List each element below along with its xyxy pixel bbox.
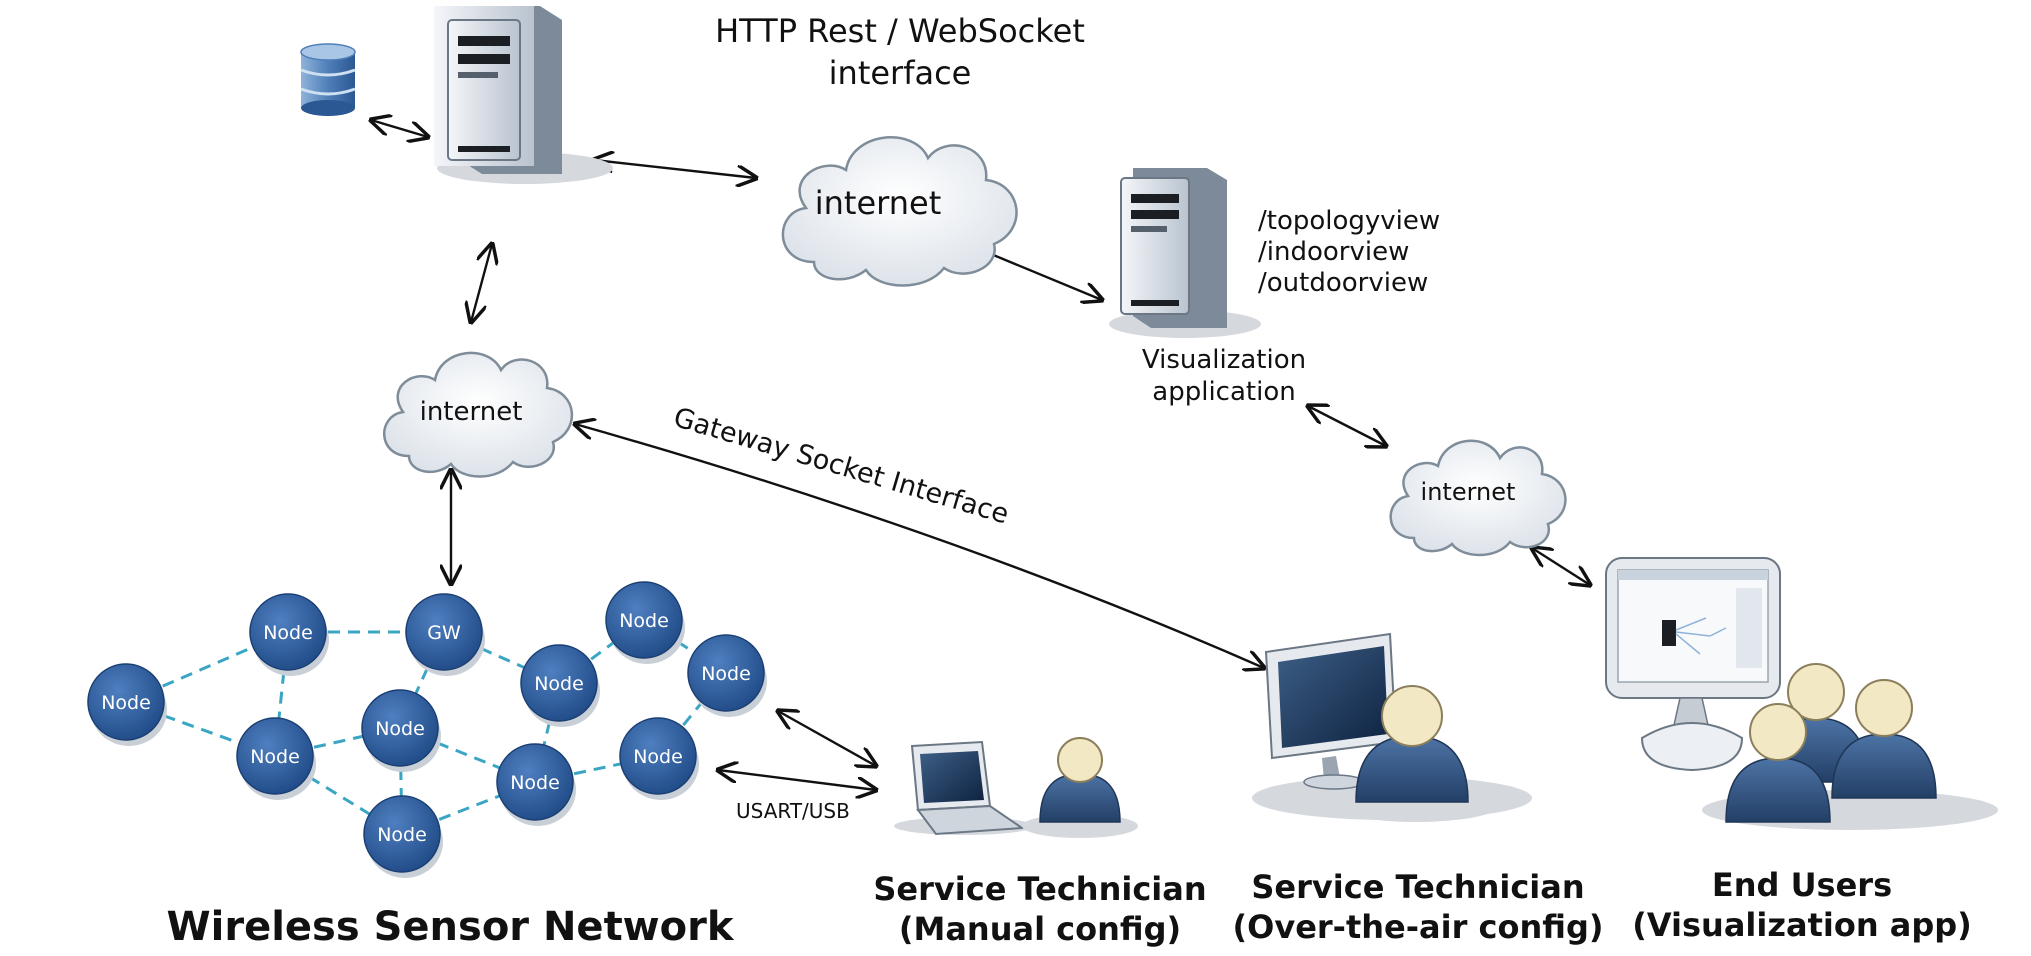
- node-label: Node: [375, 718, 425, 740]
- laptop-icon: [894, 740, 1034, 836]
- gateway-node: GW: [405, 593, 485, 676]
- connection-arrows: [371, 120, 1590, 790]
- usart-label: USART/USB: [736, 799, 850, 823]
- database-icon: [300, 43, 356, 116]
- node-circle: [496, 743, 574, 821]
- node-label: Node: [101, 692, 151, 714]
- node-label: Node: [701, 663, 751, 685]
- sensor-nodes: GWNodeNodeNodeNodeNodeNodeNodeNodeNodeNo…: [87, 581, 767, 878]
- node-label: Node: [263, 622, 313, 644]
- sensor-node: Node: [687, 634, 767, 717]
- sensor-node: Node: [361, 689, 441, 772]
- http-interface-label-line2: interface: [829, 54, 972, 92]
- sensor-node: Node: [87, 663, 167, 746]
- server-icon: [434, 6, 613, 184]
- cloud-icon: [1389, 439, 1567, 557]
- tech-manual-subtitle: (Manual config): [899, 910, 1181, 948]
- node-circle: [249, 593, 327, 671]
- node-label: Node: [534, 673, 584, 695]
- sensor-node: Node: [236, 717, 316, 800]
- http-interface-label-line1: HTTP Rest / WebSocket: [715, 12, 1085, 50]
- cloud-icon: [781, 136, 1018, 287]
- person-icon: [1334, 685, 1498, 822]
- viz-app-label-line1: Visualization: [1142, 345, 1306, 375]
- node-circle: [687, 634, 765, 712]
- internet-label-left: internet: [420, 397, 523, 427]
- node-label: Node: [250, 746, 300, 768]
- viz-app-label-line2: application: [1152, 377, 1295, 407]
- node-label: Node: [633, 746, 683, 768]
- sensor-node: Node: [520, 644, 600, 727]
- node-label: Node: [377, 824, 427, 846]
- node-circle: [87, 663, 165, 741]
- node-circle: [520, 644, 598, 722]
- route-topologyview: /topologyview: [1258, 206, 1440, 236]
- wsn-title: Wireless Sensor Network: [167, 904, 735, 950]
- node-circle: [405, 593, 483, 671]
- sensor-node: Node: [496, 743, 576, 826]
- node-label: Node: [619, 610, 669, 632]
- person-icon: [1831, 679, 1937, 799]
- sensor-node: Node: [605, 581, 685, 664]
- server-icon: [1109, 168, 1261, 338]
- node-circle: [236, 717, 314, 795]
- node-circle: [363, 795, 441, 873]
- internet-label-right: internet: [1421, 478, 1516, 506]
- node-circle: [361, 689, 439, 767]
- end-users-subtitle: (Visualization app): [1632, 906, 1972, 944]
- node-circle: [605, 581, 683, 659]
- node-label: GW: [427, 622, 461, 644]
- route-outdoorview: /outdoorview: [1258, 268, 1428, 298]
- monitor-icon: [1605, 557, 1781, 772]
- sensor-node: Node: [619, 717, 699, 800]
- node-circle: [619, 717, 697, 795]
- tech-ota-title: Service Technician: [1251, 868, 1584, 906]
- sensor-node: Node: [249, 593, 329, 676]
- internet-label-top: internet: [815, 184, 942, 222]
- tech-manual-title: Service Technician: [873, 870, 1206, 908]
- cloud-icon: [383, 351, 573, 478]
- end-users-group: [1702, 663, 1998, 830]
- node-label: Node: [510, 772, 560, 794]
- route-indoorview: /indoorview: [1258, 237, 1409, 267]
- person-icon: [1725, 703, 1831, 823]
- tech-ota-subtitle: (Over-the-air config): [1233, 908, 1604, 946]
- sensor-node: Node: [363, 795, 443, 878]
- end-users-title: End Users: [1712, 866, 1892, 904]
- person-icon: [1022, 737, 1138, 838]
